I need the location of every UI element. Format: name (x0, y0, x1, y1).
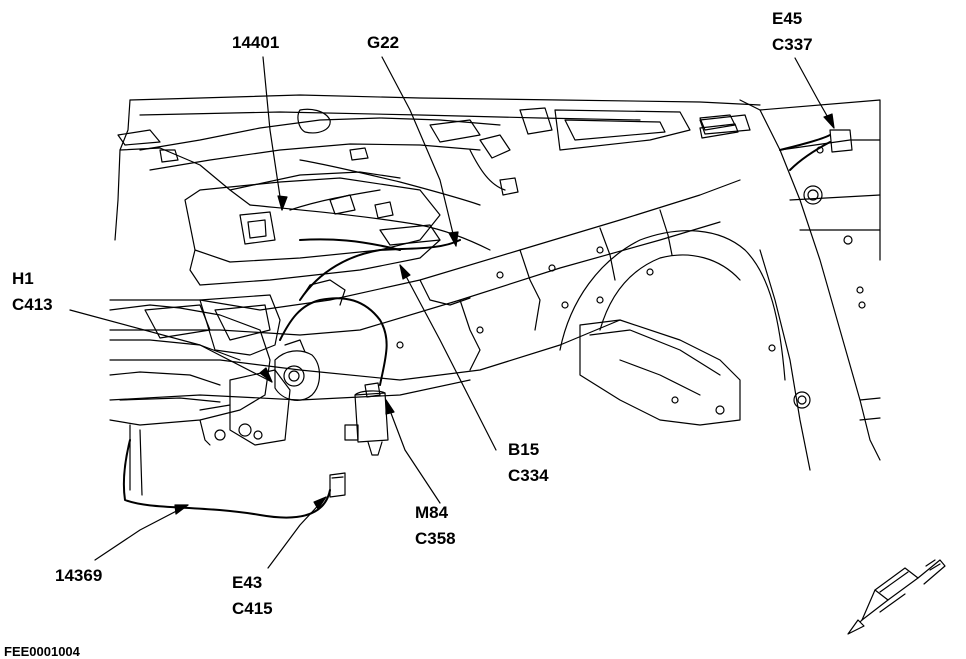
horn-assembly (274, 339, 321, 401)
callout-e45-c337: E45 C337 (772, 6, 813, 58)
callout-line: E45 (772, 9, 803, 28)
right-fender-apron (699, 99, 881, 471)
figure-id: FEE0001004 (4, 644, 80, 659)
engine-bay-components (184, 134, 519, 286)
callout-line: E43 (232, 573, 263, 592)
callout-line: C413 (12, 295, 53, 314)
upper-cowl-structure (114, 94, 761, 241)
wheel-well (559, 230, 786, 426)
leader-lines (69, 56, 835, 569)
callout-e43-c415: E43 C415 (232, 570, 273, 622)
callout-line: 14401 (232, 33, 280, 52)
washer-pump (344, 382, 389, 456)
callout-line: G22 (367, 33, 400, 52)
orientation-arrow-icon (847, 559, 946, 635)
frame-rail-apron (109, 179, 741, 401)
callout-h1-c413: H1 C413 (12, 266, 53, 318)
callout-g22: G22 (367, 30, 399, 56)
callout-b15-c334: B15 C334 (508, 437, 549, 489)
connector-e43 (329, 472, 346, 498)
callout-line: 14369 (55, 566, 103, 585)
callout-line: C337 (772, 35, 813, 54)
callout-14401: 14401 (232, 30, 279, 56)
callout-line: M84 (415, 503, 449, 522)
callout-line: C358 (415, 529, 456, 548)
wiring-harness (122, 134, 831, 519)
callout-14369: 14369 (55, 563, 102, 589)
callout-line: H1 (12, 269, 34, 288)
callout-line: B15 (508, 440, 540, 459)
callout-line: C415 (232, 599, 273, 618)
callout-line: C334 (508, 466, 549, 485)
figure-id-text: FEE0001004 (4, 644, 80, 659)
callout-m84-c358: M84 C358 (415, 500, 456, 552)
front-bumper-bracket (109, 294, 291, 496)
